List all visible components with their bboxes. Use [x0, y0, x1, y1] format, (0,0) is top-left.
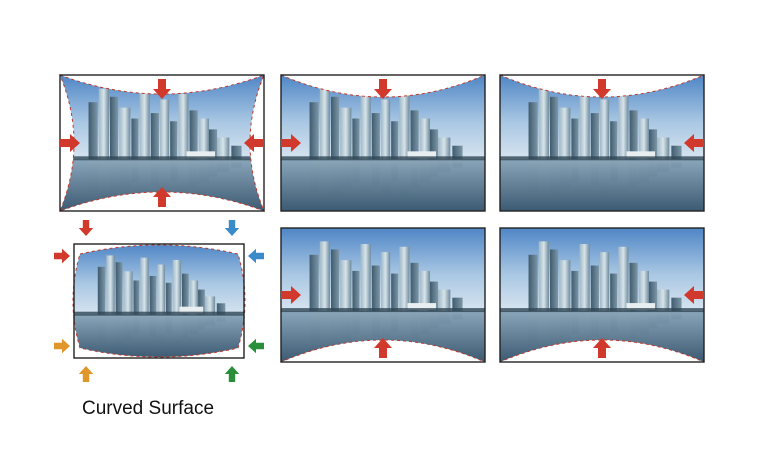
arrow-corner-bottom-icon: [78, 366, 94, 383]
arrow-right-icon: [244, 134, 264, 152]
arrow-right-icon: [684, 286, 704, 304]
skyline-photo: [74, 245, 244, 357]
arrow-top-icon: [374, 79, 392, 99]
arrow-corner-bottom-icon: [224, 366, 240, 383]
caption-curved-surface: Curved Surface: [82, 398, 215, 419]
arrow-corner-left-icon: [54, 338, 70, 354]
arrow-bottom-icon: [153, 187, 171, 207]
warp-outline: [72, 244, 246, 358]
arrow-bottom-icon: [374, 338, 392, 358]
panel-frame: [73, 243, 245, 359]
arrow-top-icon: [593, 79, 611, 99]
arrow-top-icon: [153, 79, 171, 99]
panel-top-middle: [280, 74, 486, 212]
arrow-left-icon: [60, 134, 80, 152]
panel-bottom-left: [72, 243, 246, 359]
skyline-photo: [281, 75, 485, 211]
arrow-corner-right-icon: [248, 338, 264, 354]
warp-outline: [280, 227, 486, 363]
arrow-left-icon: [281, 286, 301, 304]
arrow-corner-top-icon: [78, 219, 94, 236]
arrow-left-icon: [281, 134, 301, 152]
warp-outline: [499, 227, 705, 363]
arrow-right-icon: [684, 134, 704, 152]
arrow-corner-top-icon: [224, 219, 240, 236]
arrow-bottom-icon: [593, 338, 611, 358]
arrow-corner-left-icon: [54, 248, 70, 264]
arrow-corner-right-icon: [248, 248, 264, 264]
